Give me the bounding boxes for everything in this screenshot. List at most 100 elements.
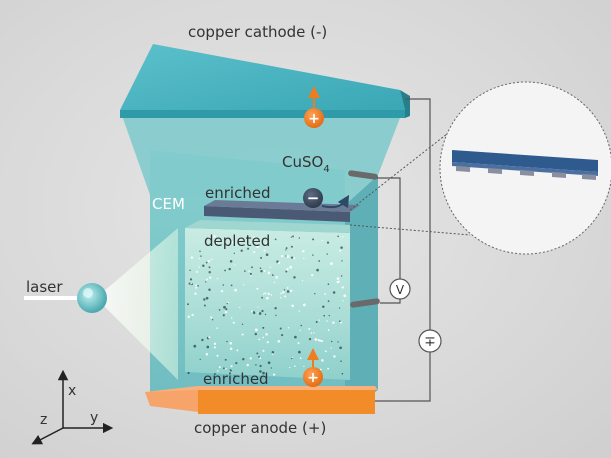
- particle: [303, 257, 305, 260]
- particle: [340, 360, 342, 362]
- particle: [251, 266, 253, 269]
- particle: [224, 358, 227, 361]
- particle: [262, 293, 265, 295]
- particle: [222, 284, 225, 286]
- electrolyte-label: CuSO4: [282, 153, 330, 175]
- zoom-callout: [349, 81, 611, 255]
- particle: [289, 289, 293, 292]
- cathode-label: copper cathode (-): [188, 23, 327, 41]
- cation-top-circle: [304, 108, 324, 128]
- particle: [244, 270, 246, 272]
- particle: [187, 315, 191, 319]
- particle: [264, 313, 267, 316]
- particle: [271, 351, 275, 354]
- particle: [190, 256, 194, 259]
- particle: [255, 244, 257, 247]
- particle: [262, 349, 265, 352]
- zoom-leader-top: [349, 129, 453, 211]
- particle: [233, 252, 235, 254]
- particle: [205, 261, 208, 264]
- particle: [198, 266, 200, 268]
- particle: [270, 367, 273, 369]
- y-axis-label: y: [90, 410, 98, 426]
- cation-top-sign: +: [308, 111, 320, 127]
- particle: [224, 310, 228, 314]
- particle: [332, 321, 335, 324]
- cathode-wire: [405, 98, 431, 330]
- particle: [257, 306, 259, 308]
- particle: [279, 297, 282, 299]
- particle: [332, 291, 336, 294]
- particle: [327, 283, 330, 286]
- particle: [262, 336, 265, 339]
- particle: [227, 301, 229, 304]
- particle: [253, 236, 256, 239]
- particle: [223, 367, 225, 370]
- particle: [242, 358, 245, 361]
- particle: [298, 237, 300, 239]
- anode-wire: [375, 352, 431, 402]
- particle: [261, 309, 264, 313]
- particle: [234, 288, 237, 292]
- particle: [340, 275, 343, 277]
- depleted-region-shadow: [185, 220, 350, 233]
- particle: [341, 372, 344, 375]
- particle: [214, 240, 216, 242]
- particle: [286, 255, 290, 258]
- particle: [214, 241, 218, 245]
- particle: [205, 278, 208, 281]
- particle: [259, 267, 262, 269]
- particle: [255, 364, 257, 366]
- particle: [208, 288, 211, 291]
- particle: [272, 353, 274, 355]
- particle: [235, 362, 238, 365]
- membrane-label: CEM: [152, 195, 185, 213]
- particle: [338, 307, 341, 309]
- axis-triad: x y z: [31, 369, 114, 445]
- particle: [277, 261, 281, 264]
- particle: [269, 266, 272, 268]
- particle: [286, 287, 289, 289]
- particle: [270, 294, 273, 296]
- particle: [286, 267, 289, 271]
- cation-bottom-circle: [303, 367, 323, 387]
- particle: [242, 237, 244, 240]
- cation-bottom: +: [303, 348, 323, 387]
- particle: [312, 238, 315, 241]
- particle: [263, 236, 265, 239]
- electrochemical-cell: [120, 44, 410, 414]
- particle: [206, 345, 210, 349]
- anode-label: copper anode (+): [194, 419, 326, 437]
- particle: [342, 236, 344, 238]
- power-source-label: ∓: [424, 334, 436, 350]
- particle: [218, 366, 221, 369]
- particle: [246, 363, 249, 367]
- zoom-leader-bottom: [349, 224, 471, 236]
- anode-top-edge: [145, 386, 378, 392]
- particle: [189, 278, 193, 281]
- particle: [266, 341, 269, 344]
- particle: [327, 329, 330, 331]
- particle: [232, 321, 235, 324]
- particle: [263, 270, 266, 273]
- particle: [341, 260, 343, 262]
- particle: [299, 329, 301, 331]
- particle: [327, 300, 330, 302]
- particle: [195, 286, 198, 289]
- particle: [339, 249, 342, 252]
- particle: [279, 327, 282, 330]
- particle: [267, 271, 271, 275]
- voltmeter-wire-bottom: [380, 298, 401, 304]
- depleted-label: depleted: [204, 232, 270, 250]
- particle: [308, 327, 311, 330]
- particle: [208, 266, 211, 269]
- particle: [224, 269, 227, 272]
- enriched-bottom-label: enriched: [203, 370, 269, 388]
- particle: [207, 236, 211, 239]
- particle: [253, 251, 256, 254]
- particle: [205, 296, 209, 300]
- membrane-cem: [204, 206, 350, 222]
- particle: [274, 306, 277, 310]
- particle: [194, 292, 197, 295]
- particle: [298, 310, 300, 312]
